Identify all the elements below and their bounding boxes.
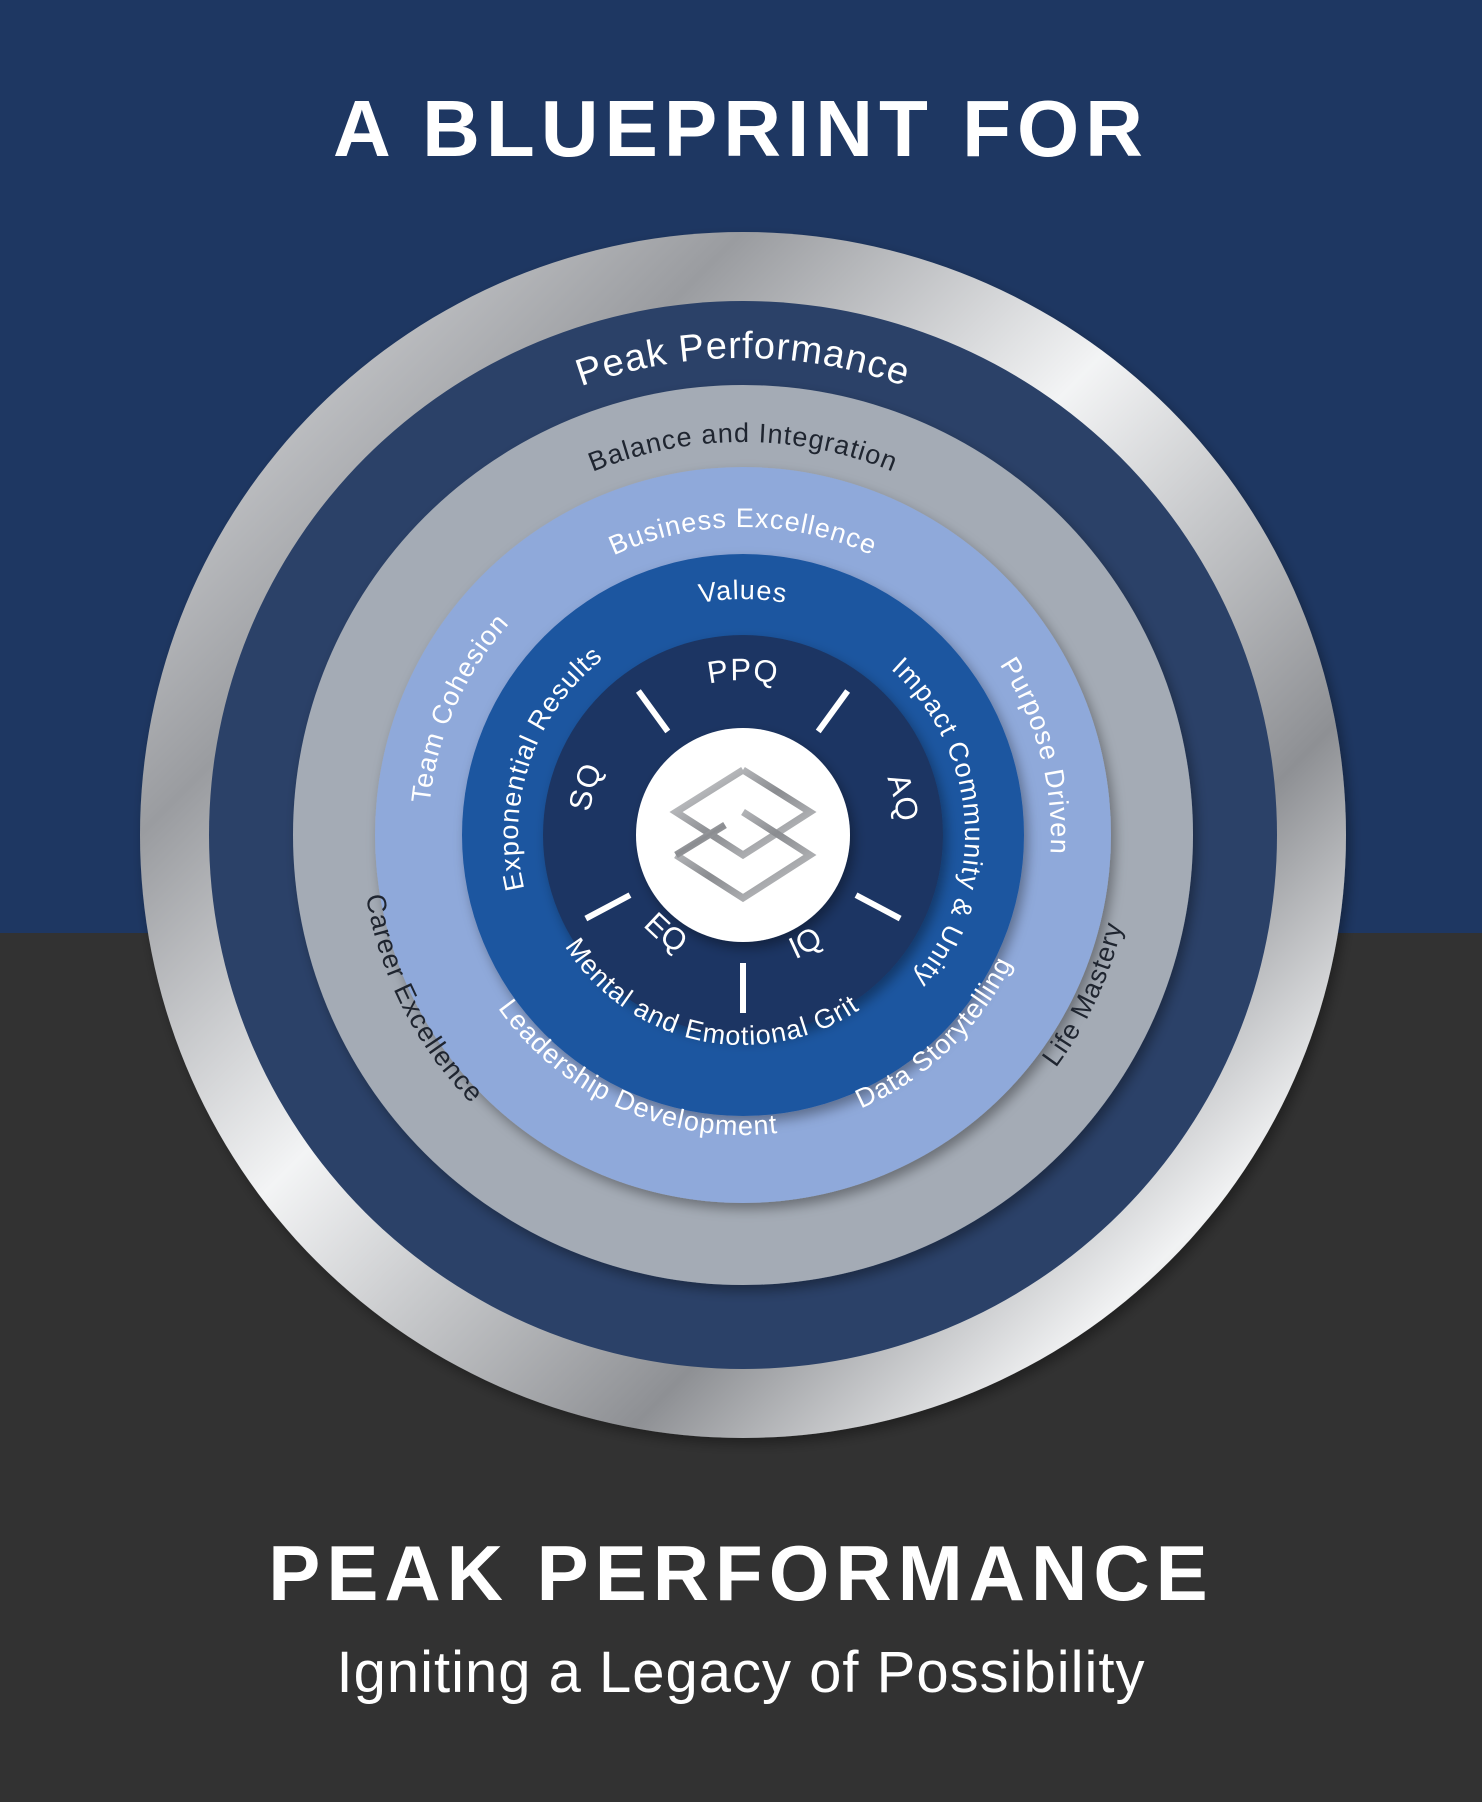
ring-label-values-text: Values <box>696 575 788 609</box>
core-label-ppq: PPQ <box>705 652 781 690</box>
divider-line <box>584 892 632 922</box>
header-title: A BLUEPRINT FOR <box>333 84 1149 173</box>
footer-title: PEAK PERFORMANCE <box>268 1529 1213 1617</box>
divider-line <box>815 689 851 734</box>
ring-label-values: Values <box>696 575 789 609</box>
divider-line <box>854 892 902 922</box>
core-label-ppq-text: PPQ <box>705 652 780 690</box>
core-dividers <box>584 689 902 1013</box>
center-logo-icon <box>669 767 817 903</box>
footer-subtitle: Igniting a Legacy of Possibility <box>337 1640 1146 1705</box>
divider-line <box>635 689 671 734</box>
